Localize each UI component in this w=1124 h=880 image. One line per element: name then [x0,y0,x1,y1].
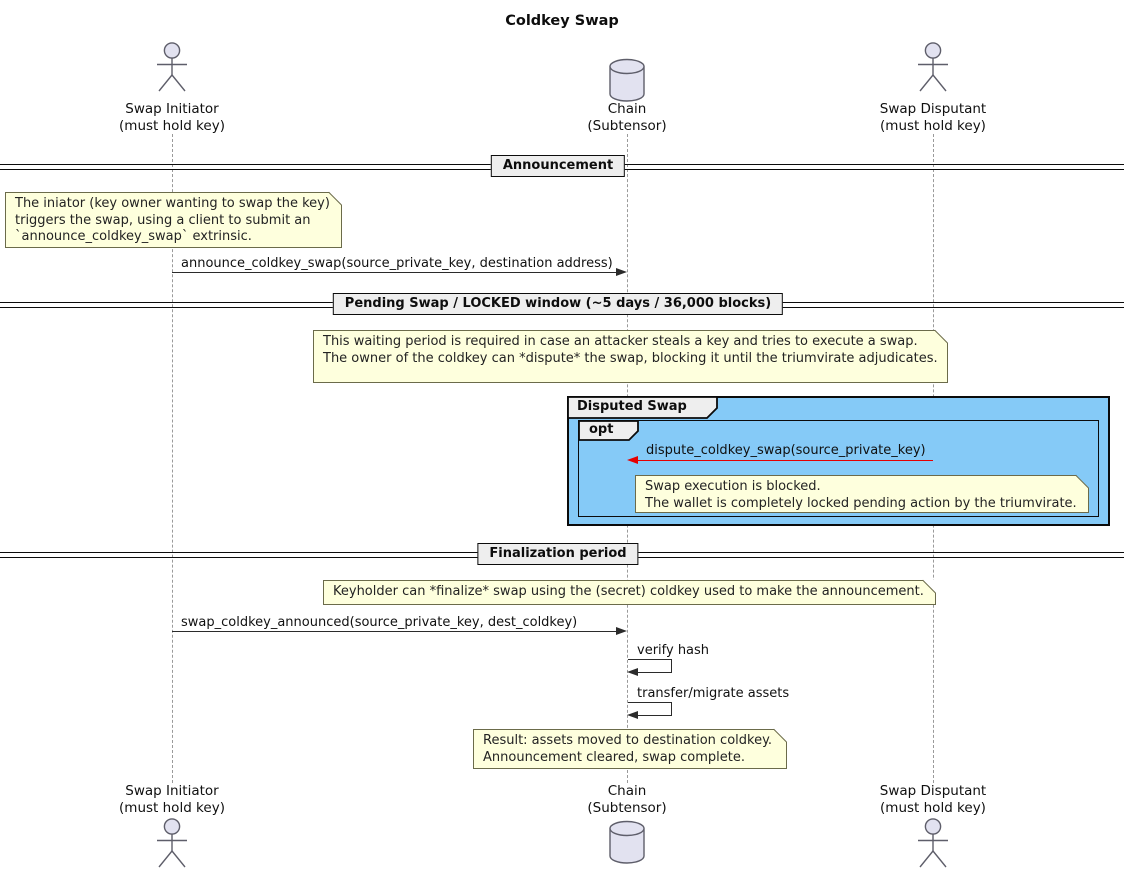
group-label: Disputed Swap [577,399,687,414]
note-line: The owner of the coldkey can *dispute* t… [323,350,938,366]
message-finalize-line [172,631,618,632]
actor-subtitle: (must hold key) [119,800,225,816]
note-line: `announce_coldkey_swap` extrinsic. [15,229,252,244]
group-tab-shape [567,396,718,419]
note-pending: This waiting period is required in case … [313,330,948,383]
actor-subtitle: (Subtensor) [587,118,667,134]
divider-announcement: Announcement [490,155,626,177]
actor-label-disputant-bottom: Swap Disputant (must hold key) [880,783,986,817]
self-message-transfer-top [628,702,671,703]
lifeline-initiator [172,134,173,783]
actor-label-initiator-bottom: Swap Initiator (must hold key) [119,783,225,817]
actor-name: Swap Disputant [879,101,987,117]
actor-name: Chain [607,783,647,799]
actor-name: Swap Initiator [125,101,219,117]
self-message-transfer-side [671,702,672,716]
actor-icon-initiator-top [157,42,187,92]
diagram-title: Coldkey Swap [505,13,619,29]
self-message-verify-label: verify hash [637,643,710,658]
fragment-opt [578,420,1099,517]
arrowhead-finalize [616,627,627,635]
self-message-verify-top [628,659,671,660]
message-dispute-label: dispute_coldkey_swap(source_private_key) [646,443,926,458]
actor-label-chain-bottom: Chain (Subtensor) [587,783,666,817]
actor-icon-disputant-bottom [918,818,948,868]
actor-icon-initiator-bottom [157,818,187,868]
actor-name: Swap Initiator [125,783,219,799]
note-line: Swap execution is blocked. [645,479,821,494]
note-line: triggers the swap, using a client to sub… [15,212,311,228]
note-line: Result: assets moved to destination cold… [483,733,773,748]
actor-icon-disputant-top [918,42,948,92]
message-announce-line [172,272,618,273]
fragment-opt-tab-shape [578,420,639,441]
actor-name: Swap Disputant [879,783,987,799]
message-finalize-label: swap_coldkey_announced(source_private_ke… [181,615,578,630]
actor-subtitle: (must hold key) [119,118,225,134]
actor-subtitle: (must hold key) [880,800,986,816]
database-icon-chain-bottom [609,820,645,864]
note-line: Keyholder can *finalize* swap using the … [333,584,924,599]
actor-subtitle: (must hold key) [880,118,986,134]
fragment-opt-label: opt [589,422,614,437]
message-announce-label: announce_coldkey_swap(source_private_key… [181,256,613,271]
note-line: The iniator (key owner wanting to swap t… [15,196,330,211]
actor-label-disputant-top: Swap Disputant (must hold key) [880,101,986,135]
note-line: Announcement cleared, swap complete. [483,749,745,765]
arrowhead-transfer [627,711,638,719]
actor-subtitle: (Subtensor) [587,800,667,816]
self-message-transfer-bottom [637,715,672,716]
self-message-verify-bottom [637,672,672,673]
divider-finalization: Finalization period [477,543,639,565]
database-icon-chain-top [609,58,645,102]
divider-pending: Pending Swap / LOCKED window (~5 days / … [332,293,784,315]
self-message-verify-side [671,659,672,673]
note-announce: The iniator (key owner wanting to swap t… [5,192,342,248]
arrowhead-verify [627,668,638,676]
note-line: The wallet is completely locked pending … [645,495,1077,511]
note-line: This waiting period is required in case … [323,334,918,349]
message-dispute-line [636,460,933,461]
self-message-transfer-label: transfer/migrate assets [637,686,790,701]
actor-name: Chain [607,101,647,117]
actor-label-chain-top: Chain (Subtensor) [587,101,666,135]
note-dispute: Swap execution is blocked. The wallet is… [635,475,1089,513]
arrowhead-announce [616,268,627,276]
actor-label-initiator-top: Swap Initiator (must hold key) [119,101,225,135]
note-result: Result: assets moved to destination cold… [473,729,787,769]
arrowhead-dispute [627,456,638,464]
note-finalize: Keyholder can *finalize* swap using the … [323,580,936,605]
